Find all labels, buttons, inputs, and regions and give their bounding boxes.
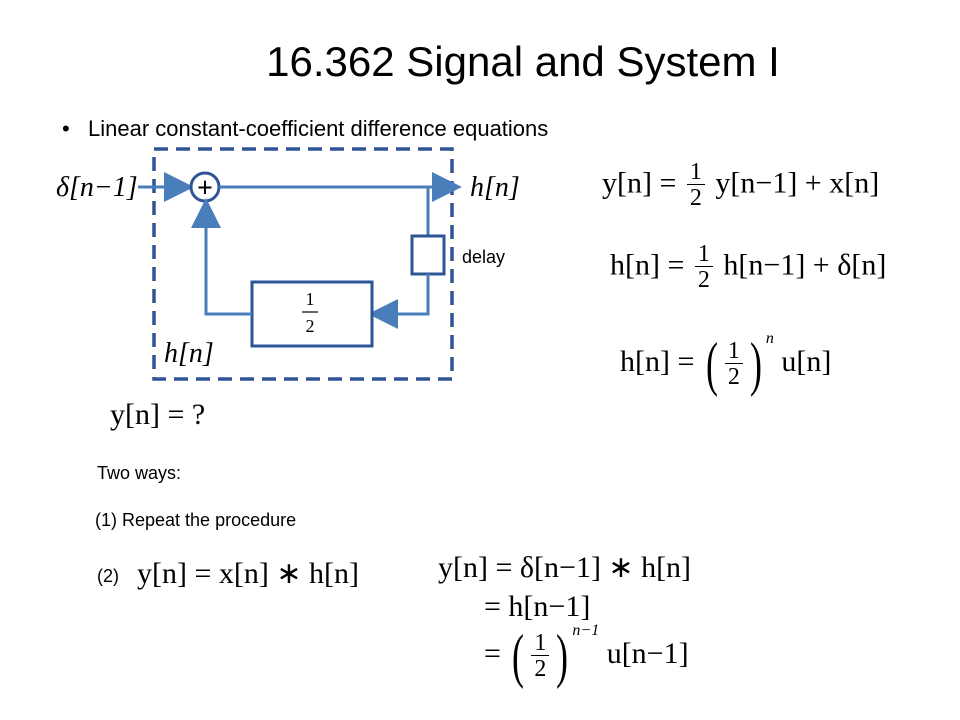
bullet-text: Linear constant-coefficient difference e… bbox=[88, 116, 549, 141]
delay-label: delay bbox=[462, 247, 506, 267]
gain-numerator: 1 bbox=[306, 289, 315, 309]
delay-output-line bbox=[368, 274, 430, 329]
bullet-symbol: • bbox=[62, 116, 70, 141]
equation-h-solution-exponent: n bbox=[765, 330, 774, 347]
method-2-equation: y[n] = x[n] ∗ h[n] bbox=[137, 557, 359, 590]
result-line-1: y[n] = δ[n−1] ∗ h[n] bbox=[438, 551, 692, 584]
result-rhs: u[n−1] bbox=[606, 637, 689, 670]
equation-h-lhs: h[n] = bbox=[610, 248, 685, 282]
equation-y-lhs: y[n] = bbox=[602, 166, 677, 200]
two-ways-text: Two ways: bbox=[97, 463, 182, 483]
equation-h-solution-lhs: h[n] = bbox=[620, 345, 695, 378]
feedback-label: h[n] bbox=[164, 338, 214, 369]
result-exponent: n−1 bbox=[572, 622, 600, 639]
method-1-text: (1) Repeat the procedure bbox=[95, 510, 297, 530]
bullet-item: • Linear constant-coefficient difference … bbox=[62, 116, 548, 142]
gain-block bbox=[250, 280, 374, 348]
result-line-2: = h[n−1] bbox=[484, 590, 591, 623]
gain-denominator: 2 bbox=[306, 316, 315, 336]
equation-h-rhs: h[n−1] + δ[n] bbox=[723, 248, 887, 282]
adder-symbol: + bbox=[197, 173, 213, 204]
question-equation: y[n] = ? bbox=[110, 398, 206, 431]
page-title: 16.362 Signal and System I bbox=[266, 38, 780, 85]
feedback-line bbox=[191, 198, 252, 316]
delay-block bbox=[410, 234, 446, 276]
input-label: δ[n−1] bbox=[56, 172, 138, 203]
method-2-label: (2) bbox=[97, 566, 119, 586]
output-label: h[n] bbox=[470, 172, 520, 203]
equation-h-solution-rhs: u[n] bbox=[781, 345, 832, 378]
equation-y-rhs: y[n−1] + x[n] bbox=[715, 166, 880, 200]
